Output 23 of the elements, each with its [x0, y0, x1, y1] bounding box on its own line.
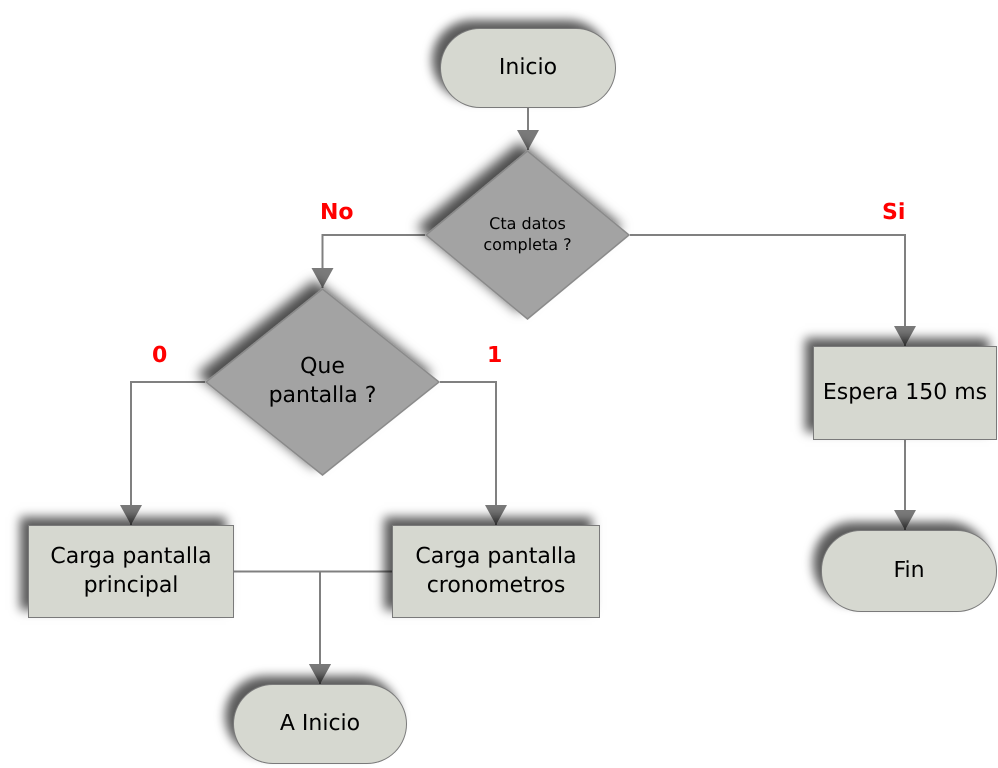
node-label: Que pantalla ?	[268, 353, 378, 410]
node-label: Espera 150 ms	[822, 378, 988, 407]
node-label: Cta datos completa ?	[482, 214, 573, 256]
arrow	[312, 234, 425, 288]
arrow	[894, 440, 916, 530]
terminal-shape	[821, 530, 997, 612]
arrow	[120, 381, 205, 525]
terminal-shape	[440, 28, 616, 108]
arrow	[309, 570, 392, 684]
process-box	[392, 525, 600, 618]
node-label: Fin	[893, 556, 925, 585]
process-box	[813, 346, 997, 440]
node-label: A Inicio	[280, 710, 360, 738]
arrow	[440, 381, 507, 525]
process-box	[28, 525, 234, 618]
arrow	[517, 108, 539, 150]
node-label: Carga pantalla principal	[49, 542, 213, 600]
terminal-shape	[233, 684, 407, 764]
arrow	[630, 234, 916, 346]
decision-diamond	[425, 150, 630, 320]
decision-diamond	[205, 288, 440, 476]
node-label: Carga pantalla cronometros	[414, 542, 578, 600]
node-label: Inicio	[498, 54, 558, 82]
